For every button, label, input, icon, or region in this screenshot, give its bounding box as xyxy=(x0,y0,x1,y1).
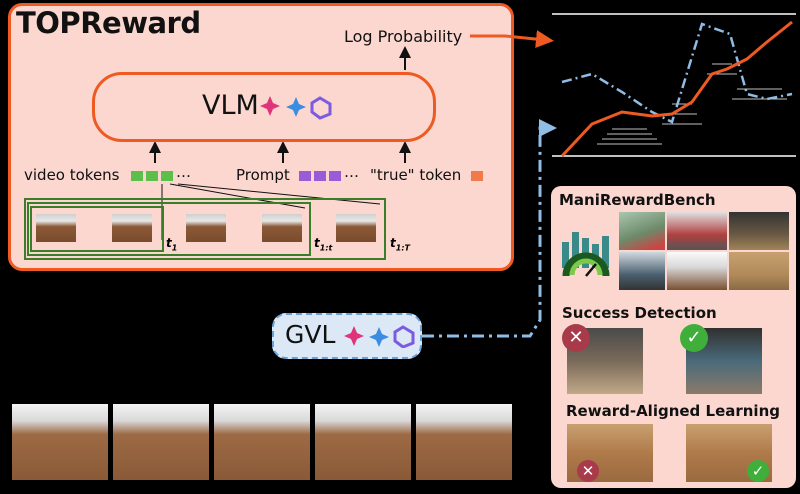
gvl-model-logos xyxy=(344,325,415,348)
video-strip-frame xyxy=(113,404,209,480)
video-strip-frame xyxy=(12,404,108,480)
t1T-label: t1:T xyxy=(390,236,410,253)
reward-curve-plot xyxy=(552,13,796,158)
benchmark-image xyxy=(667,212,727,250)
panel-title: TOPReward xyxy=(16,6,201,40)
log-probability-label: Log Probability xyxy=(344,27,463,46)
video-token xyxy=(161,171,173,181)
benchmark-image xyxy=(619,252,665,290)
star-icon xyxy=(286,97,306,117)
benchmark-image xyxy=(619,212,665,250)
t1-label: t1 xyxy=(166,236,178,253)
video-frame xyxy=(336,214,376,242)
meta-icon xyxy=(393,325,415,348)
success-detection-title: Success Detection xyxy=(562,304,717,322)
gvl-curve xyxy=(561,22,793,124)
gvl-to-chart-arrow xyxy=(422,119,557,338)
star-icon xyxy=(369,327,389,347)
video-tokens-label: video tokens xyxy=(24,166,120,184)
video-frame xyxy=(262,214,302,242)
benchmark-image xyxy=(667,252,727,290)
video-frame xyxy=(36,214,76,242)
video-token xyxy=(146,171,158,181)
true-token xyxy=(471,171,483,181)
gemini-icon xyxy=(260,96,280,116)
vlm-label: VLM xyxy=(202,90,259,121)
video-frame xyxy=(186,214,226,242)
benchmark-image xyxy=(729,212,789,250)
log-prob-to-chart-arrow xyxy=(470,30,554,49)
check-icon: ✓ xyxy=(680,324,708,352)
meta-icon xyxy=(310,96,332,120)
prompt-label: Prompt xyxy=(236,166,290,184)
model-logos xyxy=(260,96,332,120)
check-icon: ✓ xyxy=(747,460,769,482)
frames-group-1t xyxy=(27,202,311,256)
frames-group-1 xyxy=(30,206,164,252)
gvl-label: GVL xyxy=(285,320,336,349)
video-frame xyxy=(112,214,152,242)
prompt-token xyxy=(314,171,326,181)
video-strip-frame xyxy=(315,404,411,480)
video-ellipsis: … xyxy=(176,163,191,181)
frames-group-1T xyxy=(24,198,386,260)
video-token xyxy=(131,171,143,181)
benchmark-image xyxy=(729,252,789,290)
prompt-token xyxy=(329,171,341,181)
prompt-ellipsis: … xyxy=(344,163,359,181)
reward-aligned-title: Reward-Aligned Learning xyxy=(566,402,780,420)
true-token-label: "true" token xyxy=(370,166,462,184)
cross-icon: ✕ xyxy=(562,324,590,352)
video-strip-frame xyxy=(416,404,512,480)
gemini-icon xyxy=(344,326,364,346)
gauge-icon xyxy=(562,232,610,277)
video-strip-frame xyxy=(214,404,310,480)
topreward-curve xyxy=(560,20,793,158)
manireward-title: ManiRewardBench xyxy=(559,191,716,209)
cross-icon: ✕ xyxy=(577,460,599,482)
prompt-token xyxy=(299,171,311,181)
t1t-label: t1:t xyxy=(314,236,333,253)
